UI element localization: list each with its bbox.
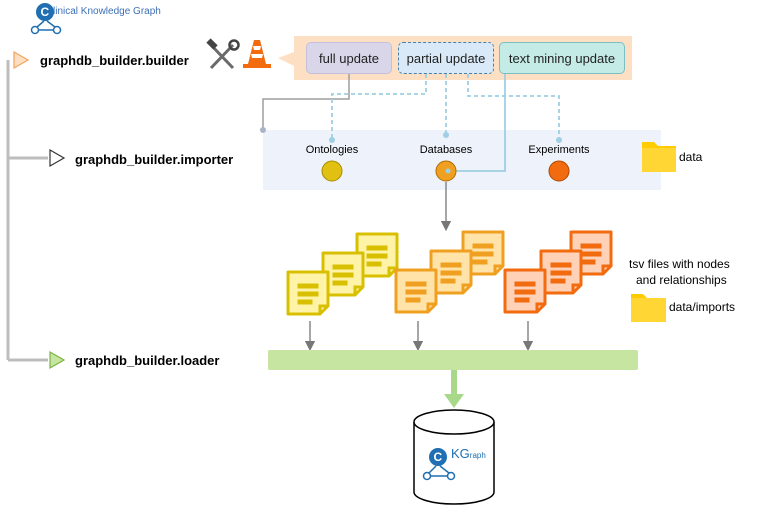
tsv-note-line2: and relationships [636,273,727,287]
logo-icon: C [30,3,62,35]
partial-update-button[interactable]: partial update [398,42,494,74]
logo-title: linical Knowledge Graph [53,6,161,17]
database-cylinder [413,409,495,505]
full-update-button[interactable]: full update [306,42,392,74]
databases-connector-dot [445,168,451,174]
loader-stage-label[interactable]: graphdb_builder.loader [75,353,220,368]
database-label-main: KG [451,446,470,461]
load-arrow [444,370,464,408]
database-label-suffix: raph [469,451,486,460]
importer-panel [263,130,661,190]
ontologies-circle [321,160,343,182]
full-update-connector [260,74,350,133]
text-mining-connector [447,74,506,172]
experiments-label: Experiments [528,144,590,156]
tools-icon [206,38,240,70]
imports-folder-icon [631,294,666,322]
kg-logo-icon: C [422,448,456,481]
builder-stage-label[interactable]: graphdb_builder.builder [40,53,189,68]
experiments-documents [503,230,613,314]
imports-folder-label: data/imports [669,300,736,314]
svg-text:C: C [434,450,443,464]
loader-arrow-icon [49,350,66,370]
importer-stage-label[interactable]: graphdb_builder.importer [75,152,234,167]
svg-text:C: C [41,5,50,19]
experiments-circle [548,160,570,182]
pipeline-line [6,60,48,362]
traffic-cone-icon [243,40,271,68]
partial-update-connectors [331,74,560,140]
data-folder-icon [642,142,676,172]
loader-input-arrows [304,321,534,352]
tsv-note-line1: tsv files with nodes [629,257,730,271]
text-mining-update-button[interactable]: text mining update [499,42,625,74]
importer-arrow-icon [49,148,66,168]
databases-label: Databases [419,144,473,156]
connector-dots [329,132,562,143]
database-label: KGraph [451,446,486,461]
builder-arrow-icon [13,50,30,70]
databases-documents [394,230,505,314]
loader-bar [268,350,638,370]
ontologies-label: Ontologies [305,144,359,156]
data-folder-label: data [679,150,703,164]
ontologies-documents [286,232,399,316]
